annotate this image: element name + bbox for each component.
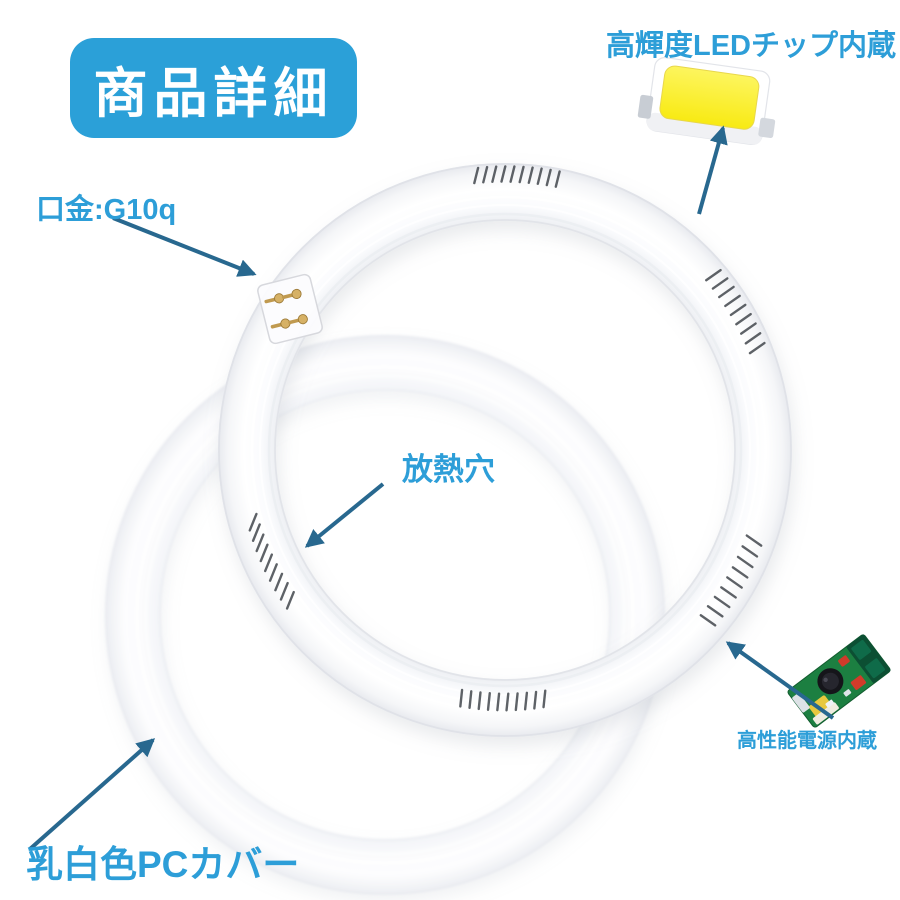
label-pc-cover: 乳白色PCカバー — [26, 844, 300, 885]
arrow-to-g10q-base — [112, 216, 257, 277]
label-socket-base: 口金:G10q — [36, 194, 177, 226]
power-board-image — [787, 634, 891, 728]
vent-holes-slits — [248, 165, 766, 712]
label-vent-holes: 放熱穴 — [402, 452, 495, 487]
lamp-ring-back — [105, 335, 665, 895]
arrow-to-vent-holes — [304, 482, 385, 548]
label-power-supply: 高性能電源内蔵 — [737, 730, 877, 752]
arrow-to-pc-cover — [28, 738, 156, 851]
label-led-chip: 高輝度LEDチップ内蔵 — [606, 30, 897, 62]
arrow-to-led-chip — [697, 125, 728, 215]
g10q-pins — [264, 288, 308, 329]
lamp-ring-front — [218, 163, 792, 737]
g10q-base — [257, 273, 323, 345]
led-chip-image — [637, 57, 776, 146]
product-detail-badge: 商品詳細 — [70, 38, 357, 138]
arrow-to-power-supply — [725, 641, 835, 720]
